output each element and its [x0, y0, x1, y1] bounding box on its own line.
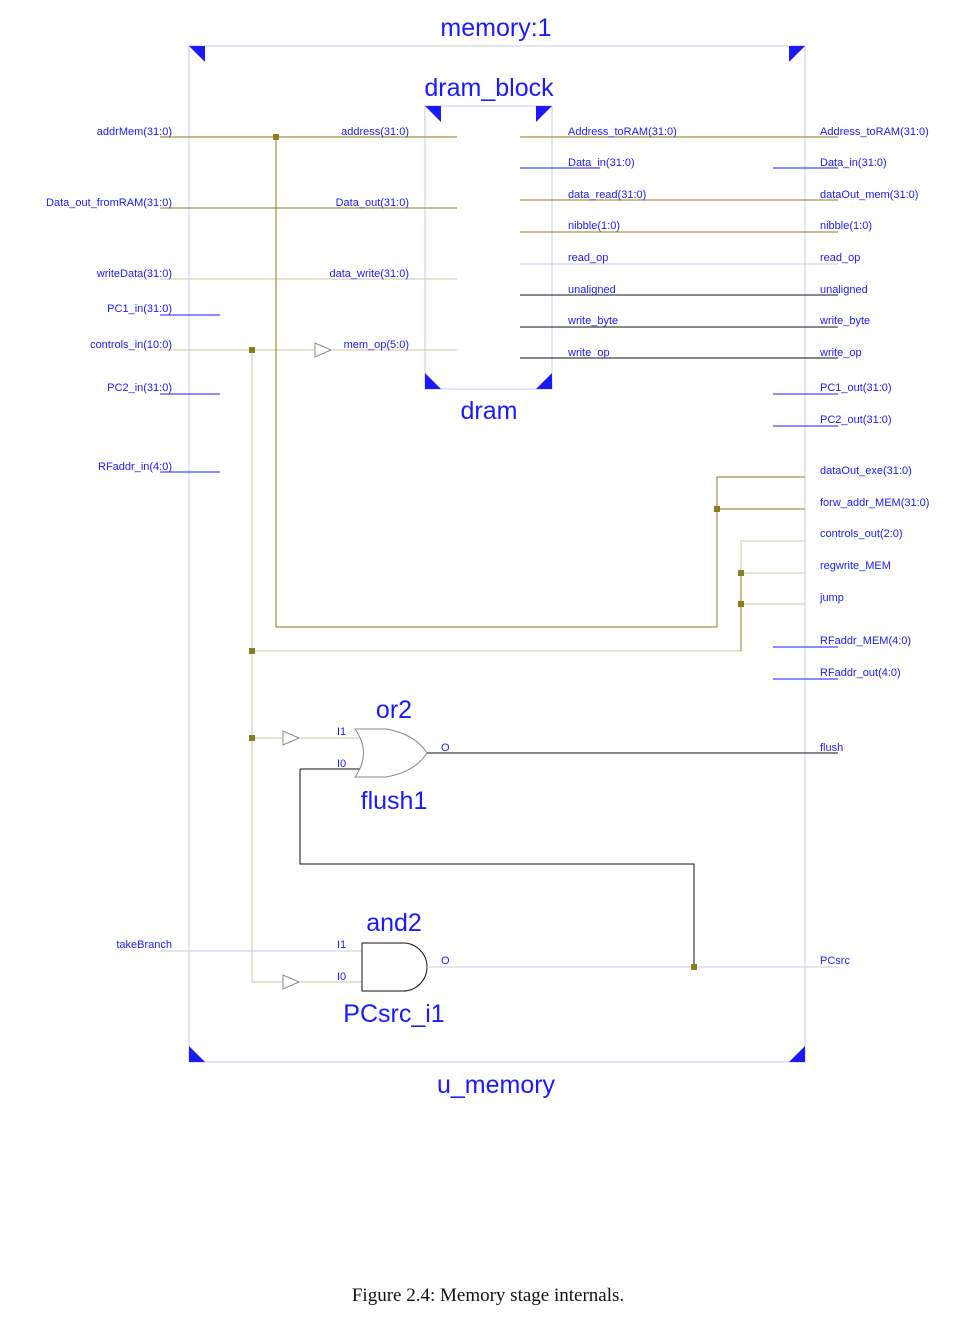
dram-corner-tl: [425, 106, 441, 122]
pin-write-byte: write_byte: [567, 315, 618, 327]
and-pin-i1: I1: [337, 939, 346, 951]
port-dataOut-exe: dataOut_exe(31:0): [820, 465, 912, 477]
port-unaligned: unaligned: [820, 284, 868, 296]
port-nibble: nibble(1:0): [820, 220, 872, 232]
or-pin-o: O: [441, 742, 450, 754]
junction-jump: [738, 601, 744, 607]
corner-marker-tr: [789, 46, 805, 62]
and-pin-o: O: [441, 955, 450, 967]
port-rfaddr-in: RFaddr_in(4:0): [98, 461, 172, 473]
junction-controls-out: [249, 648, 255, 654]
figure-caption: Figure 2.4: Memory stage internals.: [351, 1285, 625, 1306]
module-frame: [188, 45, 806, 1063]
pin-nibble: nibble(1:0): [568, 220, 620, 232]
pin-write-op: write_op: [567, 347, 610, 359]
port-pc2-out: PC2_out(31:0): [820, 414, 892, 426]
port-writeData: writeData(31:0): [96, 268, 172, 280]
port-pc2-in: PC2_in(31:0): [107, 382, 172, 394]
buffer-mem-op: [314, 342, 333, 358]
pin-mem-op: mem_op(5:0): [344, 339, 409, 351]
pin-address: address(31:0): [341, 126, 409, 138]
module-title: memory:1: [440, 14, 551, 42]
module-instance-name: u_memory: [437, 1071, 556, 1099]
junction-controls: [249, 347, 255, 353]
junction-addr: [273, 134, 279, 140]
port-rfaddr-mem: RFaddr_MEM(4:0): [820, 635, 911, 647]
pin-unaligned: unaligned: [568, 284, 616, 296]
dram-corner-bl: [425, 373, 441, 389]
port-controls-out: controls_out(2:0): [820, 528, 903, 540]
port-pcsrc: PCsrc: [820, 955, 850, 967]
pin-data-write: data_write(31:0): [330, 268, 410, 280]
junction-or-i1: [249, 735, 255, 741]
corner-marker-bl: [189, 1046, 205, 1062]
port-regwrite-mem: regwrite_MEM: [820, 560, 891, 572]
dram-instance-name: dram: [461, 397, 518, 425]
port-pc1-in: PC1_in(31:0): [107, 303, 172, 315]
pin-address-toRAM: Address_toRAM(31:0): [568, 126, 677, 138]
or-pin-i0: I0: [337, 758, 346, 770]
junction-forw-addr: [714, 506, 720, 512]
schematic-diagram: memory:1 u_memory dram_block dram or2 fl…: [46, 14, 929, 1099]
port-jump: jump: [819, 592, 844, 604]
buffer-or-i1: [282, 730, 301, 746]
port-address-toRAM: Address_toRAM(31:0): [820, 126, 929, 138]
or-gate: [354, 728, 428, 778]
pin-data-in: Data_in(31:0): [568, 157, 635, 169]
and-gate-type: and2: [366, 909, 422, 937]
port-rfaddr-out: RFaddr_out(4:0): [820, 667, 901, 679]
wire-addr-loop: [275, 137, 718, 628]
wire-dataout-exe: [716, 476, 805, 509]
port-dataOut-mem: dataOut_mem(31:0): [820, 189, 918, 201]
corner-marker-tl: [189, 46, 205, 62]
and-gate: [361, 942, 428, 992]
dram-corner-br: [536, 373, 552, 389]
port-flush: flush: [820, 742, 843, 754]
buffer-and-i0: [282, 974, 301, 990]
dram-corner-tr: [536, 106, 552, 122]
and-pin-i0: I0: [337, 971, 346, 983]
port-data-out-fromRAM: Data_out_fromRAM(31:0): [46, 197, 172, 209]
or-pin-i1: I1: [337, 726, 346, 738]
dram-block-title: dram_block: [424, 74, 554, 102]
wire-controls-out: [252, 540, 805, 652]
junction-regwrite: [738, 570, 744, 576]
corner-marker-br: [789, 1046, 805, 1062]
port-pc1-out: PC1_out(31:0): [820, 382, 892, 394]
and-gate-instance: PCsrc_i1: [343, 1000, 444, 1028]
port-addrMem: addrMem(31:0): [97, 126, 172, 138]
port-data-in: Data_in(31:0): [820, 157, 887, 169]
port-controls-in: controls_in(10:0): [90, 339, 172, 351]
port-write-byte: write_byte: [819, 315, 870, 327]
or-gate-type: or2: [376, 696, 412, 724]
pin-data-out: Data_out(31:0): [336, 197, 409, 209]
or-gate-instance: flush1: [361, 787, 428, 815]
dram-block-frame: [424, 105, 553, 390]
port-forw-addr-mem: forw_addr_MEM(31:0): [820, 497, 929, 509]
pin-data-read: data_read(31:0): [568, 189, 646, 201]
wire-pcsrc-feedback: [299, 769, 695, 967]
port-write-op: write_op: [819, 347, 862, 359]
pin-read-op: read_op: [568, 252, 608, 264]
junction-pcsrc: [691, 964, 697, 970]
port-read-op: read_op: [820, 252, 860, 264]
port-takeBranch: takeBranch: [116, 939, 172, 951]
